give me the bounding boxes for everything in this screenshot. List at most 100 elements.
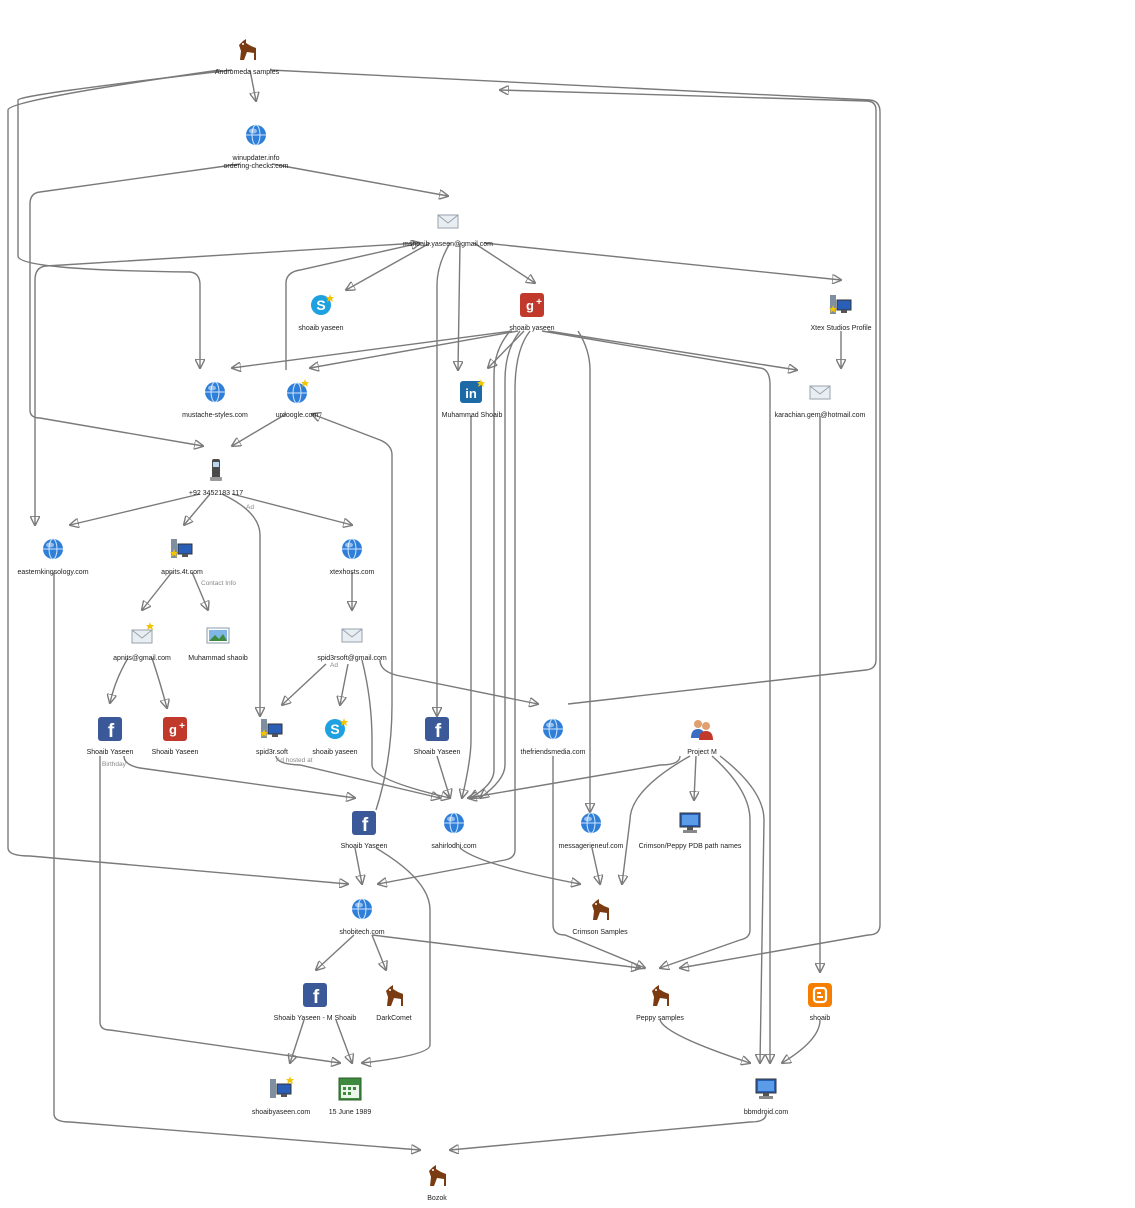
- node-bozok[interactable]: Bozok: [357, 1162, 517, 1203]
- horse-icon: [429, 1165, 446, 1186]
- node-label: messagerieneuf.com: [558, 843, 624, 850]
- edge: [379, 659, 538, 704]
- node-label: 15 June 1989: [328, 1109, 372, 1116]
- edge: [340, 663, 349, 705]
- edge: [591, 847, 600, 884]
- edge: [312, 414, 393, 811]
- phone-icon: [210, 459, 222, 481]
- node-email-mshoaib[interactable]: mshoaib.yaseen@gmail.com: [368, 208, 528, 249]
- edge: [232, 330, 513, 368]
- node-winupdater[interactable]: winupdater.info ordering-checks.com: [176, 122, 336, 171]
- node-facebook-shoaib-yaseen-3[interactable]: f Shoaib Yaseen: [284, 810, 444, 851]
- envelope-icon: [437, 214, 459, 229]
- node-darkcomet[interactable]: DarkComet: [314, 982, 474, 1023]
- node-blogger-shoaib[interactable]: shoaib: [740, 982, 900, 1023]
- node-facebook-shoaib-yaseen-2[interactable]: f Shoaib Yaseen: [357, 716, 517, 757]
- node-label: Shoaib Yaseen: [413, 749, 461, 756]
- node-skype-shoaib[interactable]: S shoaib yaseen: [241, 292, 401, 333]
- node-crimson-peppy-pdb[interactable]: Crimson/Peppy PDB path names: [610, 810, 770, 851]
- edge: [577, 330, 590, 812]
- node-gplus-shoaib[interactable]: g+ shoaib yaseen: [452, 292, 612, 333]
- edge: [282, 663, 327, 705]
- edge: [290, 1019, 305, 1063]
- envelope-icon: [341, 628, 363, 643]
- node-label: Crimson/Peppy PDB path names: [638, 843, 742, 850]
- edge: [123, 755, 355, 798]
- svg-text:g: g: [526, 298, 534, 313]
- svg-text:f: f: [362, 815, 369, 836]
- node-facebook-shoaib-yaseen-1[interactable]: f Shoaib Yaseen: [30, 716, 190, 757]
- node-karachian-email[interactable]: karachian.gem@hotmail.com: [740, 379, 900, 420]
- node-label: mustache-styles.com: [182, 412, 248, 419]
- node-label: apnits@gmail.com: [113, 655, 171, 662]
- svg-text:S: S: [316, 297, 325, 313]
- svg-text:f: f: [435, 721, 442, 742]
- calendar-icon: [338, 1077, 362, 1101]
- node-muhammad-shaoib-photo[interactable]: Muhammad shaoib: [138, 622, 298, 663]
- node-spid3rsoft-gmail[interactable]: spid3rsoft@gmail.com: [272, 622, 432, 663]
- edge: [142, 571, 173, 610]
- edge: [459, 847, 580, 884]
- node-label: shobitech.com: [339, 929, 385, 936]
- edge: [437, 242, 451, 716]
- edge: [271, 163, 448, 196]
- edge: [450, 1113, 767, 1150]
- node-mustache-styles[interactable]: mustache-styles.com: [135, 379, 295, 420]
- edge: [361, 659, 450, 798]
- node-label: Muhammad Shoaib: [441, 412, 503, 419]
- node-label: shoaib yaseen: [298, 325, 344, 332]
- edge: [470, 330, 511, 798]
- node-label: mshoaib.yaseen@gmail.com: [403, 241, 493, 248]
- envelope-star-icon: [131, 622, 154, 644]
- edge: [221, 493, 260, 716]
- node-urdoogle[interactable]: urdoogle.com: [217, 379, 377, 420]
- linkedin-icon: in: [460, 379, 485, 403]
- edge: [99, 756, 340, 1063]
- edge: [269, 69, 881, 968]
- node-crimson-samples[interactable]: Crimson Samples: [520, 896, 680, 937]
- edge: [371, 934, 640, 968]
- globe-icon: [246, 124, 266, 146]
- node-easternkingsology[interactable]: easternkingsology.com: [0, 536, 133, 577]
- facebook-icon: f: [303, 983, 327, 1008]
- svg-text:+: +: [536, 297, 542, 308]
- node-thefriendsmedia[interactable]: thefriendsmedia.com: [473, 716, 633, 757]
- edge: [17, 69, 233, 368]
- node-shobitech[interactable]: shobitech.com: [282, 896, 442, 937]
- globe-icon: [543, 718, 563, 740]
- node-label: thefriendsmedia.com: [520, 749, 586, 756]
- node-label: easternkingsology.com: [17, 569, 89, 576]
- node-sahirlodhi[interactable]: sahirlodhi.com: [374, 810, 534, 851]
- node-birthday-date[interactable]: 15 June 1989: [270, 1076, 430, 1117]
- node-xtex-studios-profile[interactable]: Xtex Studios Profile: [761, 292, 921, 333]
- node-shoaibyaseen-com[interactable]: shoaibyaseen.com: [201, 1076, 361, 1117]
- edge: [232, 413, 287, 446]
- node-apnits-4t[interactable]: apnits.4t.com: [102, 536, 262, 577]
- node-andromeda-samples[interactable]: Andromeda samples: [167, 36, 327, 77]
- node-apnits-gmail[interactable]: apnits@gmail.com: [62, 622, 222, 663]
- google-plus-icon: g+: [520, 293, 544, 317]
- node-linkedin-muhammad-shoaib[interactable]: in Muhammad Shoaib: [392, 379, 552, 420]
- skype-icon: S: [311, 294, 334, 315]
- node-label: Bozok: [427, 1195, 447, 1202]
- svg-text:+: +: [179, 721, 185, 732]
- horse-icon: [239, 39, 256, 60]
- node-skype-shoaib-yaseen-2[interactable]: S shoaib yaseen: [255, 716, 415, 757]
- edge: [249, 69, 256, 101]
- edge: [473, 242, 535, 283]
- node-messagerieneuf[interactable]: messagerieneuf.com: [511, 810, 671, 851]
- node-project-m[interactable]: Project M: [622, 716, 782, 757]
- node-facebook-shoaib-m[interactable]: f Shoaib Yaseen - M Shoaib: [235, 982, 395, 1023]
- node-label: xtexhosts.com: [329, 569, 375, 576]
- node-phone[interactable]: +92 3452183 117: [136, 457, 296, 498]
- node-gplus-shoaib-yaseen-2[interactable]: g+ Shoaib Yaseen: [95, 716, 255, 757]
- edge: [659, 1019, 750, 1063]
- node-label: Shoaib Yaseen: [340, 843, 388, 850]
- node-bbmdroid[interactable]: bbmdroid.com: [686, 1076, 846, 1117]
- node-peppy-samples[interactable]: Peppy samples: [580, 982, 740, 1023]
- globe-icon: [444, 812, 464, 834]
- node-spid3r-soft[interactable]: spid3r.soft: [192, 716, 352, 757]
- edge: [483, 242, 841, 280]
- node-xtexhosts[interactable]: xtexhosts.com: [272, 536, 432, 577]
- globe-star-icon: [287, 379, 309, 404]
